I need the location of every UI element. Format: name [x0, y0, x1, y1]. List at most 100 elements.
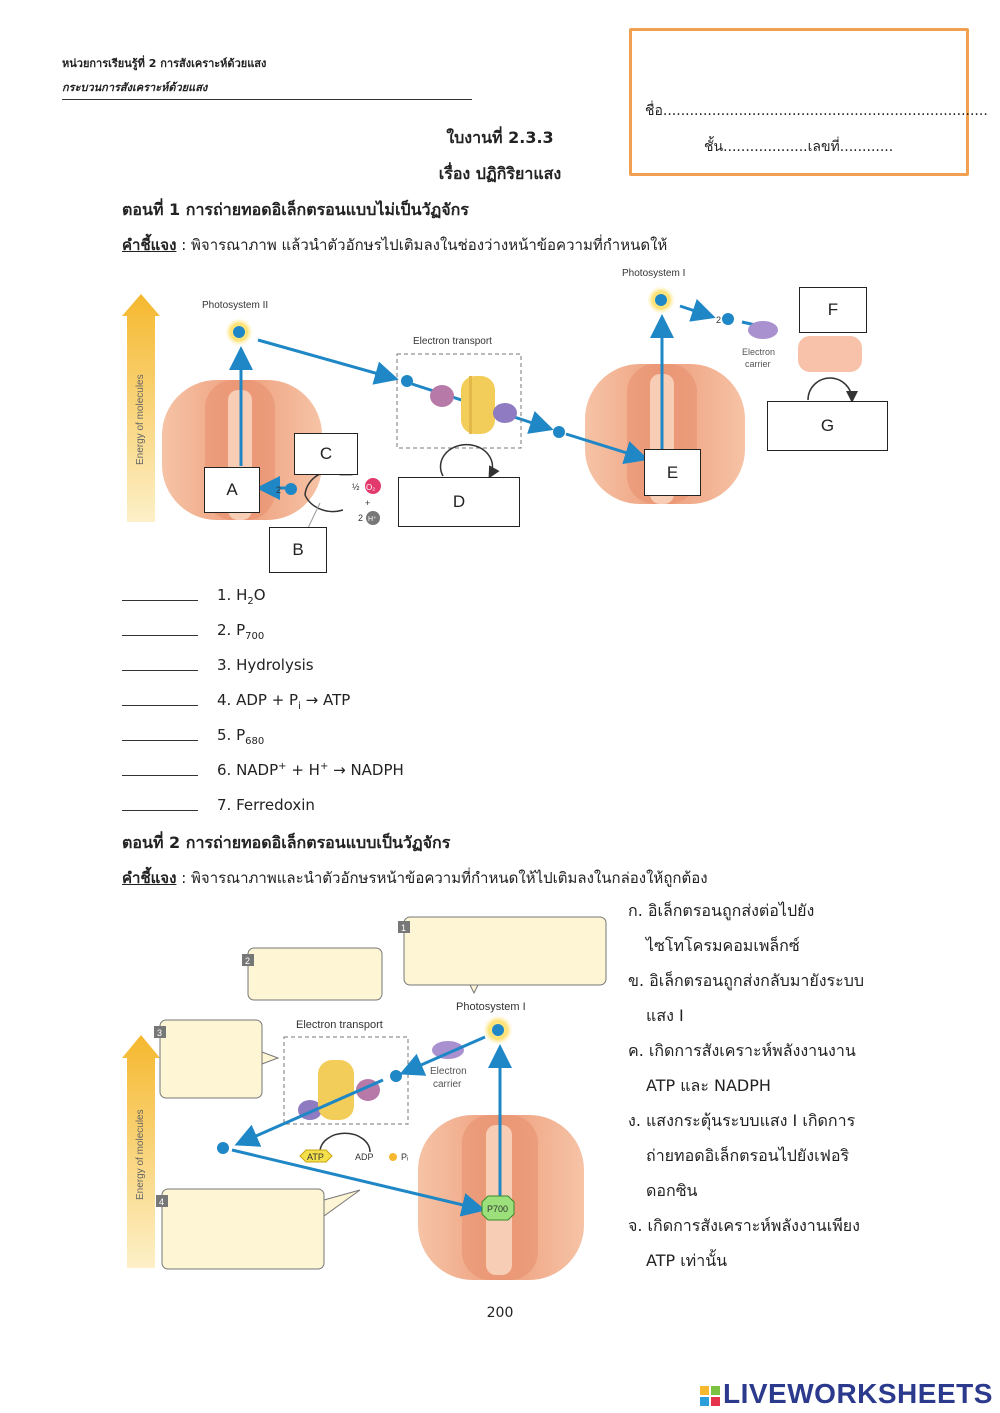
electron-icon [553, 426, 565, 438]
transfer-arrow-1 [258, 340, 393, 378]
etc-cycle-arrow [441, 445, 493, 476]
part1-instruction-label: คำชี้แจง [122, 236, 176, 254]
callout-number: 3 [157, 1028, 162, 1038]
option-ngo: ง. แสงกระตุ้นระบบแสง I เกิดการถ่ายทอดอิเ… [628, 1103, 988, 1208]
pi-label: Pᵢ [401, 1152, 408, 1162]
topic-header: กระบวนการสังเคราะห์ด้วยแสง [62, 78, 472, 100]
answer-text: 3. Hydrolysis [217, 656, 314, 674]
two-electron-label: 2 [276, 485, 281, 495]
electron-icon [390, 1070, 402, 1082]
answer-blank[interactable] [122, 796, 198, 811]
callout-box-3[interactable] [160, 1020, 278, 1098]
energy-label: Energy of molecules [135, 374, 146, 465]
phosphate-icon [389, 1153, 397, 1161]
two-electron-label: 2 [716, 315, 721, 325]
electron-icon [722, 313, 734, 325]
label-box-b[interactable]: B [269, 527, 327, 573]
electron-icon [285, 483, 297, 495]
worksheet-number: ใบงานที่ 2.3.3 [0, 126, 1000, 151]
ps2-label: Photosystem II [202, 300, 268, 311]
transfer-arrow-4 [680, 306, 710, 316]
callout-box-4[interactable] [162, 1189, 360, 1269]
option-kho: ข. อิเล็กตรอนถูกส่งกลับมายังระบบแสง I [628, 963, 988, 1033]
label-box-e[interactable]: E [644, 449, 701, 496]
label-box-f[interactable]: F [799, 287, 867, 333]
etc-label: Electron transport [296, 1019, 383, 1031]
adp-label: ADP [355, 1152, 374, 1162]
callout-number: 4 [159, 1197, 164, 1207]
electron-icon [233, 326, 245, 338]
answer-row-2: 2. P700 [122, 621, 198, 645]
answer-blank[interactable] [122, 691, 198, 706]
answer-text: 4. ADP + Pi → ATP [217, 691, 350, 712]
label-box-d[interactable]: D [398, 477, 520, 527]
carrier-label-1: Electron [430, 1066, 467, 1077]
label-box-a[interactable]: A [204, 467, 260, 513]
unit-header: หน่วยการเรียนรู้ที่ 2 การสังเคราะห์ด้วยแ… [62, 54, 266, 72]
part1-heading: ตอนที่ 1 การถ่ายทอดอิเล็กตรอนแบบไม่เป็นว… [122, 198, 469, 223]
answer-row-7: 7. Ferredoxin [122, 796, 198, 820]
ps1-label: Photosystem I [456, 1001, 526, 1013]
atp-label: ATP [307, 1152, 324, 1162]
electron-carrier-icon [748, 321, 778, 339]
answer-blank[interactable] [122, 621, 198, 636]
option-ko: ก. อิเล็กตรอนถูกส่งต่อไปยังไซโทโครมคอมเพ… [628, 893, 988, 963]
answer-text: 5. P680 [217, 726, 264, 747]
atp-cycle-arrow [320, 1133, 370, 1152]
answer-text: 7. Ferredoxin [217, 796, 315, 814]
electron-icon [401, 375, 413, 387]
label-box-g[interactable]: G [767, 401, 888, 451]
answer-row-1: 1. H2O [122, 586, 198, 610]
options-list: ก. อิเล็กตรอนถูกส่งต่อไปยังไซโทโครมคอมเพ… [628, 893, 988, 1278]
half-label: ½ [352, 482, 360, 492]
part2-instruction-text: : พิจารณาภาพและนำตัวอักษรหน้าข้อความที่ก… [176, 869, 707, 887]
carrier-label-1: Electron [742, 347, 775, 357]
electron-icon [492, 1024, 504, 1036]
answer-text: 6. NADP+ + H+ → NADPH [217, 761, 404, 779]
answer-text: 1. H2O [217, 586, 266, 607]
part2-heading: ตอนที่ 2 การถ่ายทอดอิเล็กตรอนแบบเป็นวัฏจ… [122, 831, 450, 856]
cytochrome-complex [430, 376, 517, 434]
answer-row-5: 5. P680 [122, 726, 198, 750]
option-kho-khon: ค. เกิดการสังเคราะห์พลังงานงานATP และ NA… [628, 1033, 988, 1103]
answer-text: 2. P700 [217, 621, 264, 642]
electron-icon [655, 294, 667, 306]
worksheet-subject: เรื่อง ปฏิกิริยาแสง [0, 162, 1000, 187]
ps1-label: Photosystem I [622, 268, 685, 279]
p700-label: P700 [487, 1204, 508, 1214]
label-box-c[interactable]: C [294, 433, 358, 475]
cyclic-diagram: Energy of molecules Photosystem I Electr… [0, 900, 620, 1280]
carrier-label-2: carrier [745, 359, 771, 369]
answer-row-4: 4. ADP + Pi → ATP [122, 691, 198, 715]
two-h-label: 2 [358, 513, 363, 523]
part2-instruction-label: คำชี้แจง [122, 869, 176, 887]
part2-instruction: คำชี้แจง : พิจารณาภาพและนำตัวอักษรหน้าข้… [122, 866, 708, 890]
plus-label: + [365, 498, 370, 508]
o2-label: O₂ [366, 483, 375, 492]
callout-number: 1 [401, 923, 406, 933]
answer-blank[interactable] [122, 586, 198, 601]
callout-number: 2 [245, 956, 250, 966]
carrier-label-2: carrier [433, 1079, 462, 1090]
answer-blank[interactable] [122, 656, 198, 671]
nadp-cycle-arrow [808, 378, 852, 400]
nadp-reductase-icon [798, 336, 862, 372]
part1-instruction-text: : พิจารณาภาพ แล้วนำตัวอักษรไปเติมลงในช่อ… [176, 236, 667, 254]
callout-box-1[interactable] [404, 917, 606, 993]
liveworksheets-logo: LIVEWORKSHEETS [700, 1378, 993, 1410]
electron-carrier-icon [432, 1041, 464, 1059]
pointer-line-b [308, 503, 320, 528]
callout-box-2[interactable] [248, 948, 382, 1000]
energy-label: Energy of molecules [135, 1109, 146, 1200]
answer-blank[interactable] [122, 761, 198, 776]
name-field[interactable]: ชื่อ....................................… [645, 100, 988, 122]
logo-icon [700, 1386, 720, 1406]
answer-row-3: 3. Hydrolysis [122, 656, 198, 680]
answer-blank[interactable] [122, 726, 198, 741]
etc-label: Electron transport [413, 336, 492, 347]
etc-dashed-box [397, 354, 521, 448]
answer-row-6: 6. NADP+ + H+ → NADPH [122, 761, 198, 785]
page-number: 200 [0, 1305, 1000, 1321]
h-label: H⁺ [368, 516, 377, 523]
